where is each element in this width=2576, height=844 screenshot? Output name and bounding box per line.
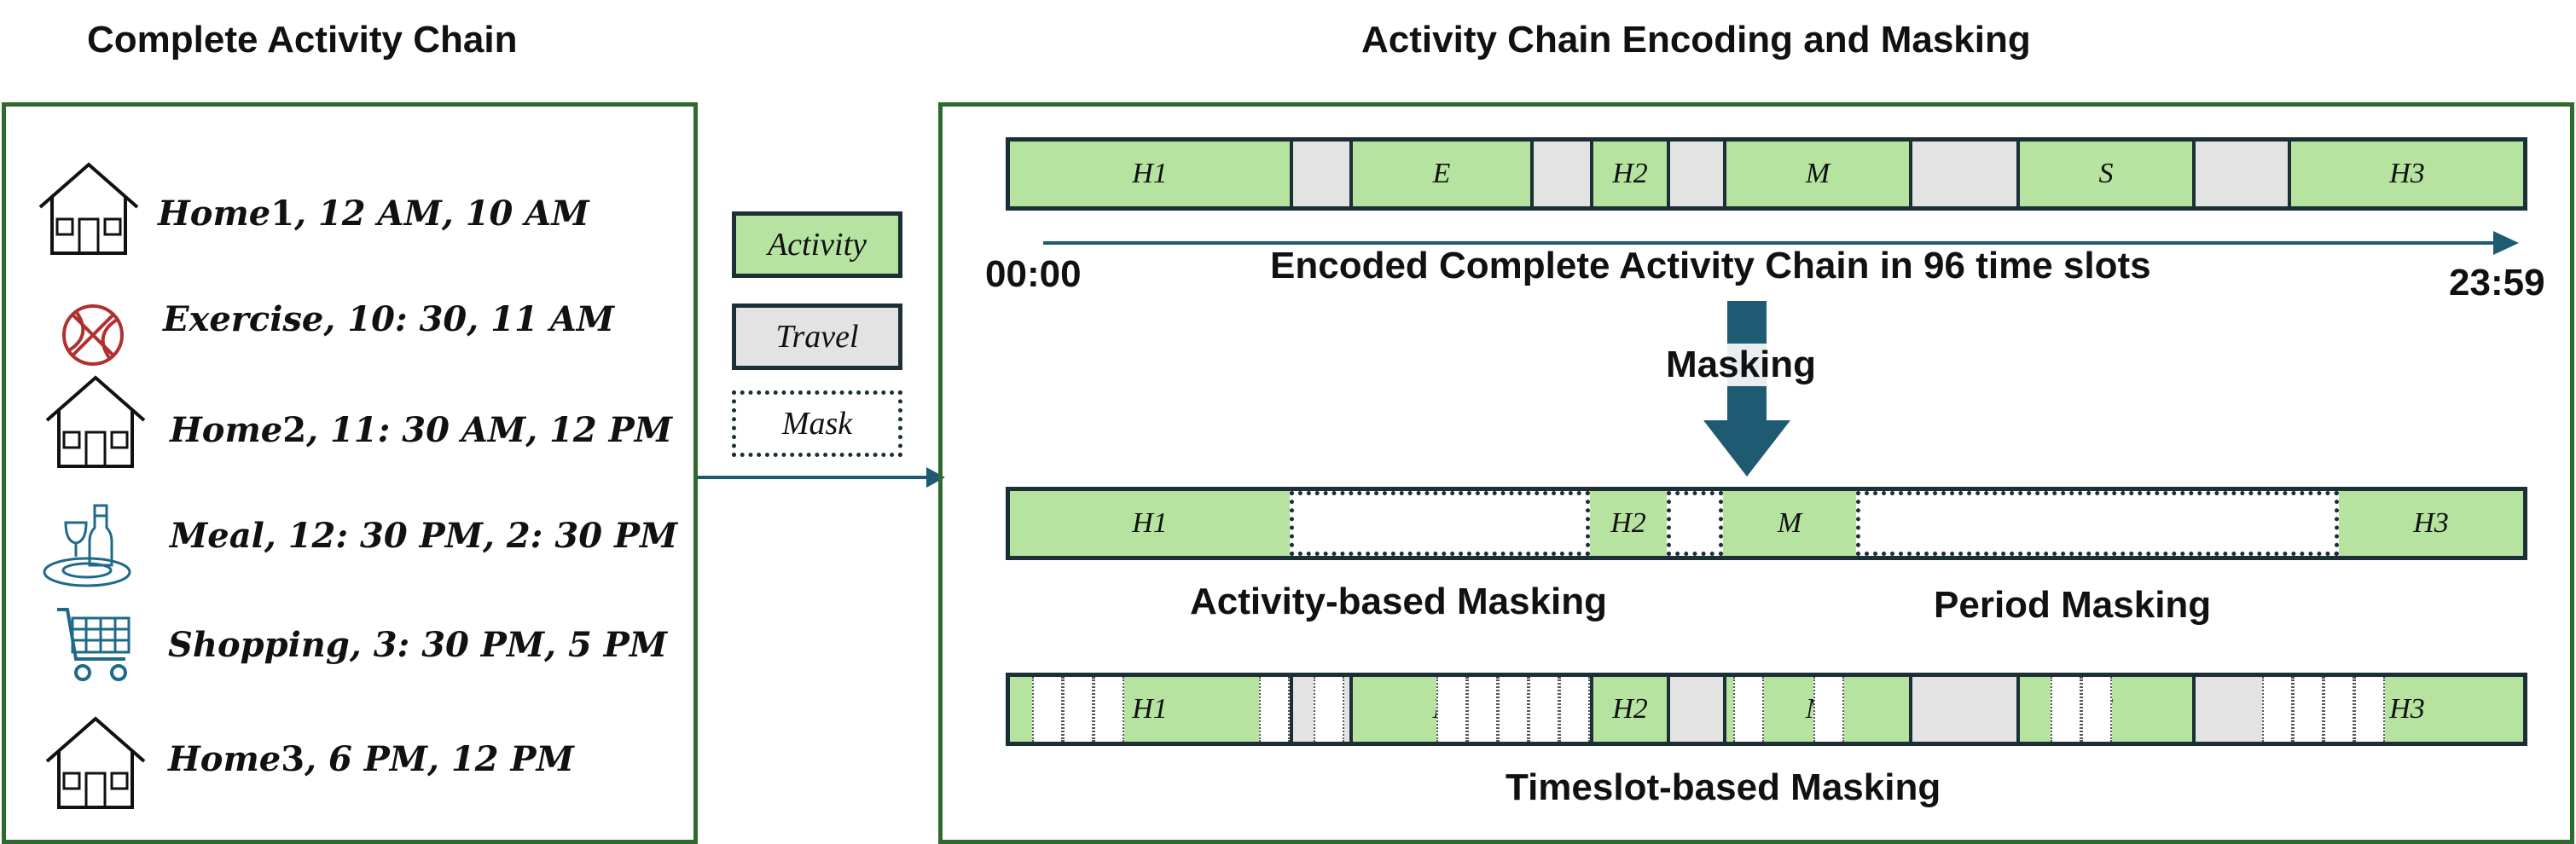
- activity-item-home1: Home1, 12 AM, 10 AM: [158, 194, 589, 234]
- masked-timeslot: [2324, 677, 2354, 742]
- segment-h3: H3: [2288, 142, 2523, 206]
- masking-label: Masking: [1661, 344, 1822, 386]
- timeslot-masked-bar: H1 E H2 M S H3: [1006, 673, 2527, 746]
- right-panel-title: Activity Chain Encoding and Masking: [1361, 19, 2031, 61]
- masked-timeslot: [2051, 677, 2081, 742]
- segment-travel: [1909, 677, 2016, 742]
- segment-h3: H3: [2339, 491, 2523, 556]
- masked-timeslot: [1436, 677, 1467, 742]
- segment-h2: H2: [1590, 491, 1667, 556]
- house-icon: [38, 162, 139, 255]
- masked-timeslot: [2354, 677, 2385, 742]
- segment-travel: [1667, 677, 1723, 742]
- segment-travel: [1530, 142, 1590, 206]
- masked-timeslot: [2262, 677, 2293, 742]
- segment-travel: [1667, 142, 1723, 206]
- masked-timeslot: [1032, 677, 1063, 742]
- segment-m: M: [1723, 142, 1909, 206]
- activity-item-shopping: Shopping, 3: 30 PM, 5 PM: [168, 625, 668, 665]
- period-masking-caption: Period Masking: [1934, 584, 2212, 626]
- activity-mask-segment: [1290, 491, 1590, 556]
- activity-item-home3: Home3, 6 PM, 12 PM: [168, 739, 574, 779]
- timeslot-masking-caption: Timeslot-based Masking: [1506, 766, 1941, 808]
- legend-mask: Mask: [732, 390, 902, 457]
- encoded-chain-caption: Encoded Complete Activity Chain in 96 ti…: [1270, 245, 2151, 286]
- segment-travel: [1290, 142, 1349, 206]
- period-mask-segment: [1856, 491, 2339, 556]
- segment-s: S: [2016, 142, 2192, 206]
- timeline-arrow: [1043, 231, 2519, 255]
- basketball-icon: [62, 304, 124, 366]
- left-panel-title: Complete Activity Chain: [87, 19, 518, 61]
- activity-item-meal: Meal, 12: 30 PM, 2: 30 PM: [170, 516, 678, 556]
- activity-item-exercise: Exercise, 10: 30, 11 AM: [163, 299, 615, 339]
- masked-timeslot: [1259, 677, 1290, 742]
- segment-h2: H2: [1590, 142, 1667, 206]
- masked-timeslot: [1813, 677, 1844, 742]
- legend-activity: Activity: [732, 211, 902, 278]
- activity-mask-segment: [1667, 491, 1723, 556]
- masked-timeslot: [2293, 677, 2324, 742]
- segment-h1: H1: [1010, 142, 1290, 206]
- start-time-label: 00:00: [985, 253, 1082, 295]
- shopping-cart-icon: [57, 608, 131, 681]
- legend-travel: Travel: [732, 303, 902, 370]
- segment-e: E: [1349, 142, 1530, 206]
- connector-arrow: [698, 467, 945, 488]
- house-icon: [45, 375, 146, 468]
- masking-down-arrow: [1703, 301, 1790, 477]
- meal-icon: [43, 504, 131, 587]
- activity-period-masked-bar: H1 H2 M H3: [1006, 487, 2527, 560]
- encoded-activity-bar: H1 E H2 M S H3: [1006, 137, 2527, 211]
- masked-timeslot: [2081, 677, 2112, 742]
- segment-h1: H1: [1010, 491, 1290, 556]
- segment-travel: [1909, 142, 2016, 206]
- masked-timeslot: [1498, 677, 1529, 742]
- masked-timeslot: [1529, 677, 1559, 742]
- house-icon: [45, 716, 146, 809]
- masked-timeslot: [1063, 677, 1094, 742]
- masked-timeslot: [1559, 677, 1590, 742]
- segment-travel: [2192, 142, 2288, 206]
- masked-timeslot: [1314, 677, 1344, 742]
- segment-h2: H2: [1590, 677, 1667, 742]
- masked-timeslot: [1467, 677, 1498, 742]
- masked-timeslot: [1733, 677, 1764, 742]
- activity-item-home2: Home2, 11: 30 AM, 12 PM: [170, 410, 672, 450]
- masked-timeslot: [1094, 677, 1124, 742]
- activity-list-panel: Home1, 12 AM, 10 AM Exercise, 10: 30, 11…: [2, 102, 698, 844]
- activity-masking-caption: Activity-based Masking: [1190, 581, 1608, 622]
- segment-m: M: [1723, 491, 1856, 556]
- end-time-label: 23:59: [2449, 262, 2545, 303]
- encoding-panel: H1 E H2 M S H3 00:00 23:59 Encoded Compl…: [938, 102, 2574, 844]
